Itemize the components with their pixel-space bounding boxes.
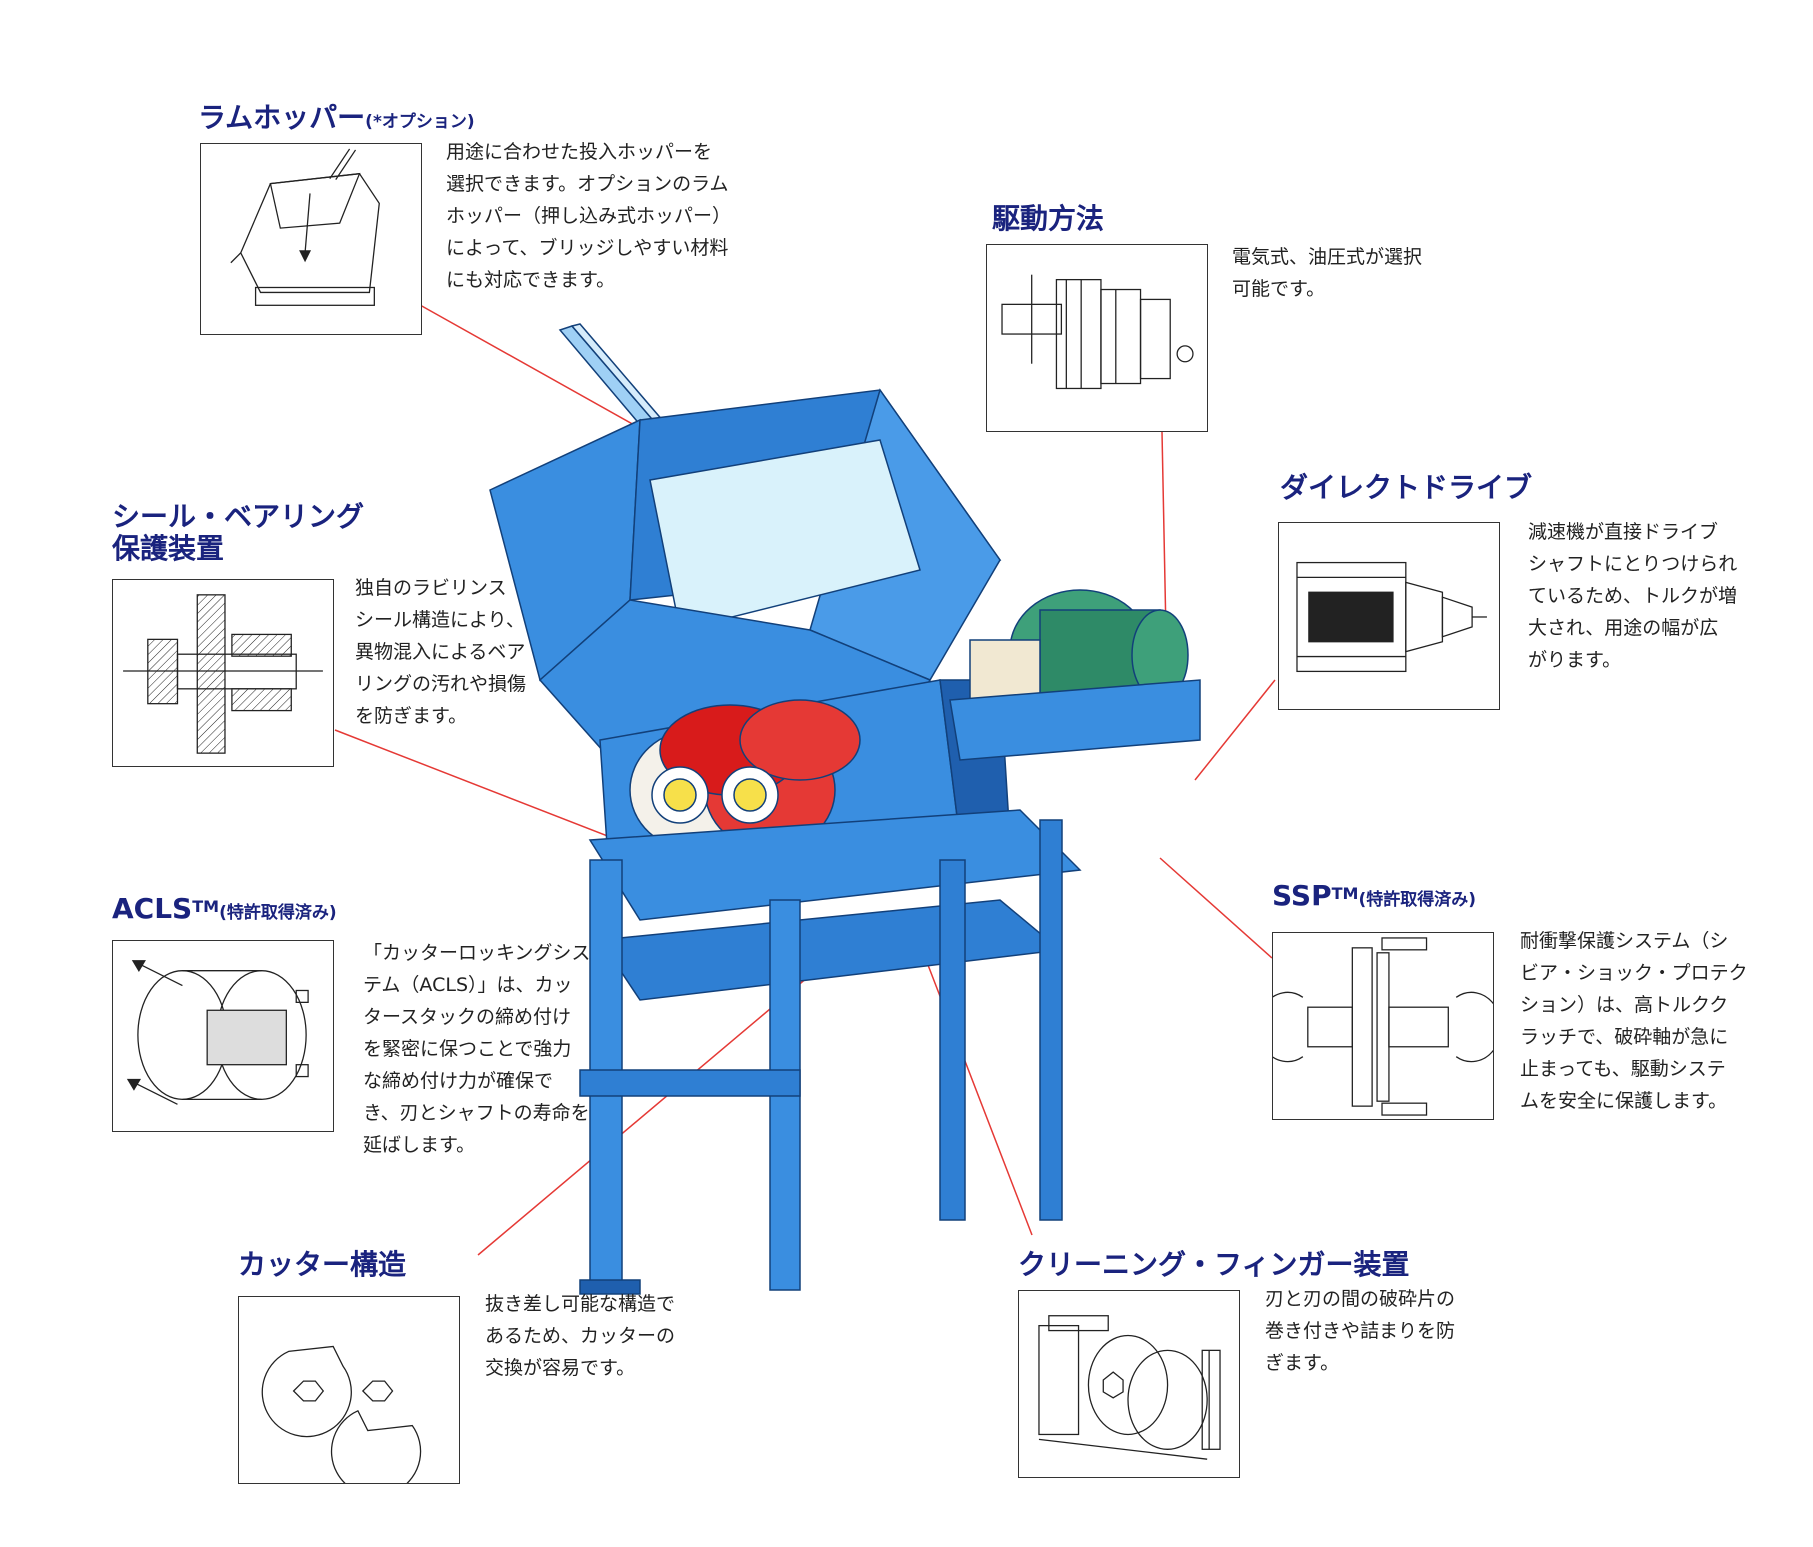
twin-shaft-shredder-illustration: [489, 323, 1201, 1295]
title-seal-bearing: シール・ベアリング保護装置: [112, 500, 365, 565]
title-ram-hopper: ラムホッパー(*オプション): [198, 101, 475, 134]
title-acls: ACLSTM(特許取得済み): [112, 892, 337, 925]
title-cleaning-finger: クリーニング・フィンガー装置: [1018, 1248, 1410, 1281]
drive-motor: [969, 589, 1189, 711]
desc-drive-method: 電気式、油圧式が選択可能です。: [1232, 246, 1423, 300]
title-direct-drive: ダイレクトドライブ: [1280, 471, 1533, 504]
hopper-inner-light: [649, 439, 921, 631]
motor-base: [949, 679, 1201, 761]
desc-acls: 「カッターロッキングシステム（ACLS）」は、カッタースタックの締め付けを緊密に…: [363, 942, 591, 1156]
image-seal-bearing: [112, 579, 334, 767]
desc-direct-drive: 減速機が直接ドライブシャフトにとりつけられているため、トルクが増大され、用途の幅…: [1528, 521, 1738, 671]
ram-hopper-icon: [230, 148, 380, 306]
leg-rear-right: [1039, 819, 1063, 1221]
desc-seal-bearing: 独自のラビリンスシール構造により、異物混入によるベアリングの汚れや損傷を防ぎます…: [355, 577, 527, 727]
image-cutter: [238, 1296, 460, 1484]
image-drive-method: [986, 244, 1208, 432]
image-acls: [112, 940, 334, 1132]
cleaning-finger-icon: [1038, 1315, 1221, 1460]
image-cleaning-finger: [1018, 1290, 1240, 1478]
desc-ssp: 耐衝撃保護システム（シビア・ショック・プロテクション）は、高トルククラッチで、破…: [1520, 930, 1748, 1112]
labyrinth-seal-icon: [123, 594, 323, 754]
image-ssp: [1272, 932, 1494, 1120]
cutter-stack: [629, 699, 861, 851]
image-direct-drive: [1278, 522, 1500, 710]
desc-cleaning-finger: 刃と刃の間の破砕片の巻き付きや詰まりを防ぎます。: [1265, 1288, 1456, 1374]
cutter-locking-icon: [126, 960, 309, 1105]
desc-ram-hopper: 用途に合わせた投入ホッパーを選択できます。オプションのラムホッパー（押し込み式ホ…: [446, 141, 732, 291]
direct-drive-icon: [1296, 561, 1487, 673]
cutter-profile-icon: [261, 1345, 422, 1483]
leg-rear: [939, 859, 966, 1221]
title-drive-method: 駆動方法: [992, 202, 1105, 235]
image-ram-hopper: [200, 143, 422, 335]
upper-frame: [588, 809, 1082, 921]
drive-gearbox-icon: [1001, 274, 1194, 390]
title-ssp: SSPTM(特許取得済み): [1272, 879, 1476, 912]
shock-clutch-icon: [1273, 937, 1493, 1116]
title-cutter: カッター構造: [238, 1248, 407, 1281]
desc-cutter: 抜き差し可能な構造であるため、カッターの交換が容易です。: [485, 1293, 676, 1379]
